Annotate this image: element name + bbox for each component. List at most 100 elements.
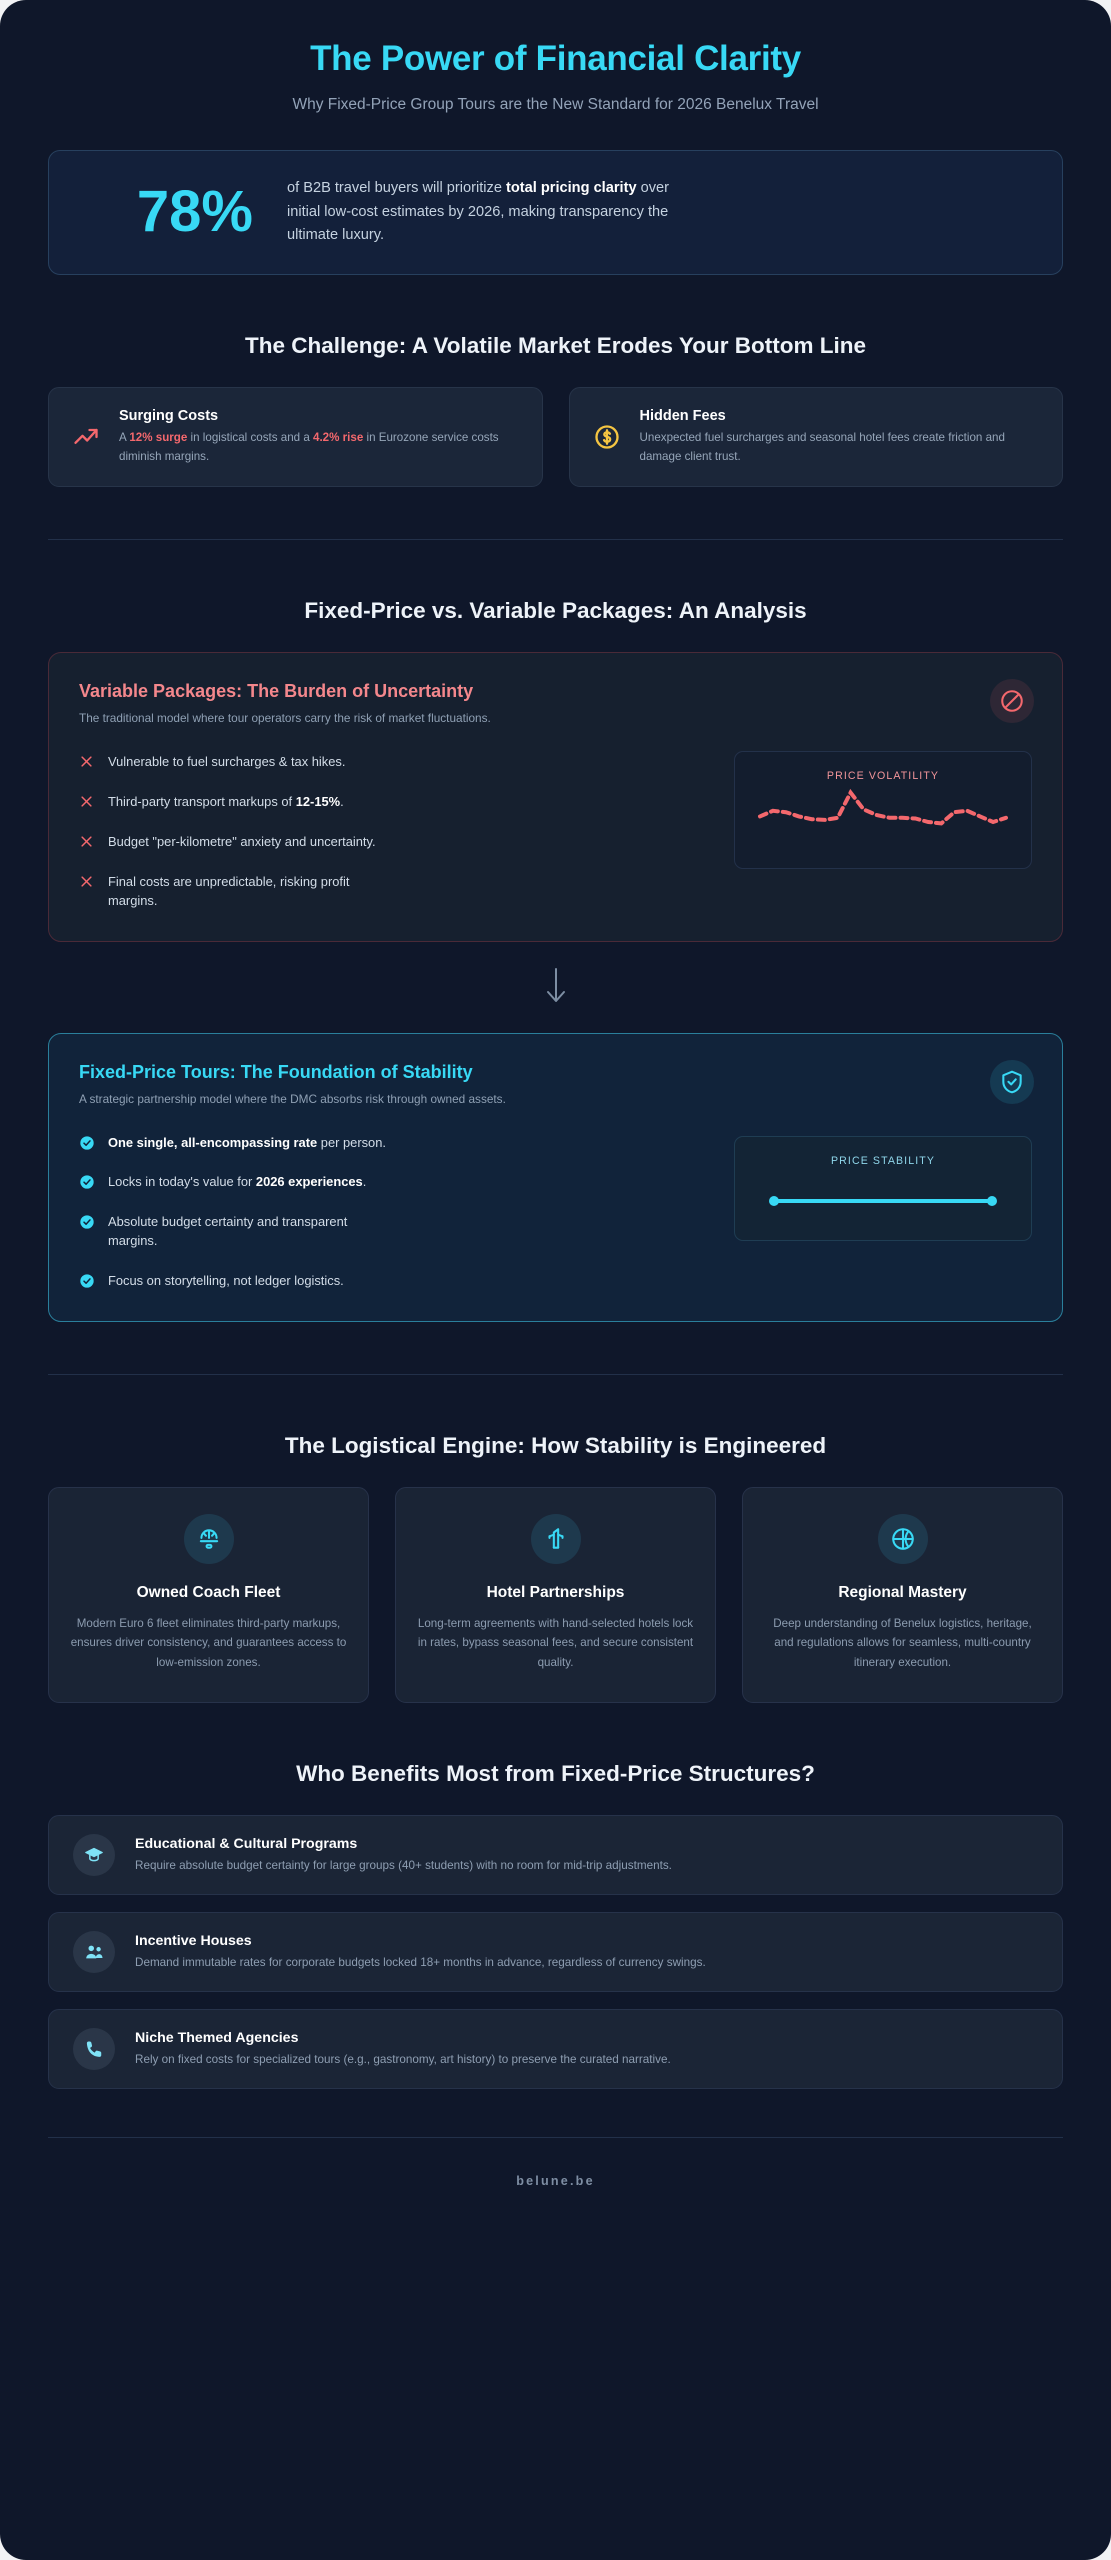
- hero-section: The Power of Financial Clarity Why Fixed…: [0, 0, 1111, 114]
- volatility-chart-label: PRICE VOLATILITY: [826, 770, 940, 783]
- variable-card-subtitle: The traditional model where tour operato…: [79, 711, 491, 726]
- x-mark-icon: [79, 794, 95, 810]
- engine-card-text: Deep understanding of Benelux logistics,…: [773, 1616, 1032, 1669]
- benefits-title: Who Benefits Most from Fixed-Price Struc…: [296, 1761, 815, 1787]
- variable-card-title: Variable Packages: The Burden of Uncerta…: [79, 681, 474, 702]
- engine-cards: Owned Coach Fleet Modern Euro 6 fleet el…: [48, 1486, 1063, 1704]
- users-icon: [73, 1931, 115, 1974]
- list-item-text: Locks in today's value for 2026 experien…: [108, 1173, 366, 1192]
- variable-card-list: Vulnerable to fuel surcharges & tax hike…: [79, 751, 706, 910]
- analysis-title: Fixed-Price vs. Variable Packages: An An…: [304, 598, 807, 624]
- check-circle-icon: [79, 1214, 95, 1230]
- b1: One single, all-encompassing rate: [108, 1134, 318, 1150]
- benefit-row-title: Educational & Cultural Programs: [135, 1835, 358, 1852]
- list-item: Locks in today's value for 2026 experien…: [79, 1173, 706, 1192]
- engine-card-title: Hotel Partnerships: [486, 1583, 625, 1601]
- engine-title: The Logistical Engine: How Stability is …: [284, 1432, 827, 1458]
- challenge-cards: Surging Costs A 12% surge in logistical …: [48, 386, 1063, 488]
- globe-icon: [877, 1513, 928, 1564]
- list-item: Absolute budget certainty and transparen…: [79, 1213, 706, 1251]
- no-entry-icon: [990, 679, 1034, 724]
- benefit-row-niche-agencies: Niche Themed Agencies Rely on fixed cost…: [48, 2009, 1063, 2090]
- t1: Budget "per-kilometre" anxiety and uncer…: [108, 834, 376, 850]
- ct3: in Eurozone service costs diminish margi…: [119, 430, 499, 463]
- price-stability-chart: PRICE STABILITY: [734, 1135, 1032, 1241]
- t1: Third-party transport markups of: [108, 794, 296, 810]
- t1: Final costs are unpredictable, risking p…: [108, 873, 350, 908]
- page-title: The Power of Financial Clarity: [310, 39, 801, 78]
- benefit-row-incentive-houses: Incentive Houses Demand immutable rates …: [48, 1912, 1063, 1993]
- cb2: 4.2% rise: [313, 430, 364, 444]
- phone-icon: [73, 2028, 115, 2071]
- list-item: Third-party transport markups of 12-15%.: [79, 793, 706, 812]
- bus-icon: [183, 1513, 234, 1564]
- list-item-text: One single, all-encompassing rate per pe…: [108, 1134, 386, 1153]
- challenge-card-body: Surging Costs A 12% surge in logistical …: [119, 408, 520, 467]
- b1: 2026 experiences: [255, 1174, 363, 1190]
- volatility-line: [758, 789, 1008, 826]
- list-item: One single, all-encompassing rate per pe…: [79, 1134, 706, 1153]
- price-volatility-chart: PRICE VOLATILITY: [734, 751, 1032, 870]
- challenge-title: The Challenge: A Volatile Market Erodes …: [245, 332, 866, 358]
- b1: 12-15%: [295, 794, 341, 810]
- engine-card-hotel-partnerships: Hotel Partnerships Long-term agreements …: [395, 1486, 716, 1704]
- x-mark-icon: [79, 874, 95, 890]
- stability-chart-label: PRICE STABILITY: [830, 1154, 936, 1167]
- list-item-text: Budget "per-kilometre" anxiety and uncer…: [108, 833, 376, 852]
- list-item-text: Absolute budget certainty and transparen…: [108, 1213, 358, 1251]
- engine-card-regional-mastery: Regional Mastery Deep understanding of B…: [742, 1486, 1063, 1704]
- dollar-circle-icon: [592, 422, 622, 452]
- engine-card-text: Long-term agreements with hand-selected …: [417, 1616, 694, 1669]
- section-divider-1: [48, 539, 1063, 541]
- arrow-down-icon: [48, 966, 1063, 1011]
- benefit-body: Incentive Houses Demand immutable rates …: [135, 1933, 706, 1972]
- fixed-price-card-title: Fixed-Price Tours: The Foundation of Sta…: [79, 1061, 473, 1082]
- challenge-card-title: Surging Costs: [119, 407, 219, 424]
- check-circle-icon: [79, 1135, 95, 1151]
- list-item-text: Final costs are unpredictable, risking p…: [108, 873, 358, 911]
- t2: .: [340, 794, 344, 810]
- section-divider-2: [48, 1373, 1063, 1375]
- benefit-row-text: Rely on fixed costs for specialized tour…: [135, 2052, 671, 2066]
- challenge-card-text: Unexpected fuel surcharges and seasonal …: [639, 430, 1005, 463]
- ct2: in logistical costs and a: [187, 430, 313, 444]
- fixed-price-card: Fixed-Price Tours: The Foundation of Sta…: [48, 1032, 1063, 1322]
- check-circle-icon: [79, 1174, 95, 1190]
- t1: Focus on storytelling, not ledger logist…: [108, 1272, 344, 1288]
- stat-number: 78%: [136, 179, 253, 245]
- benefit-row-title: Incentive Houses: [135, 1932, 252, 1949]
- benefit-row-title: Niche Themed Agencies: [135, 2029, 299, 2046]
- benefit-row-educational: Educational & Cultural Programs Require …: [48, 1815, 1063, 1896]
- challenge-card-hidden-fees: Hidden Fees Unexpected fuel surcharges a…: [568, 386, 1063, 488]
- challenge-card-surging-costs: Surging Costs A 12% surge in logistical …: [48, 386, 543, 488]
- check-circle-icon: [79, 1273, 95, 1289]
- challenge-card-title: Hidden Fees: [639, 407, 726, 424]
- benefit-row-text: Demand immutable rates for corporate bud…: [135, 1955, 706, 1969]
- t2: .: [362, 1174, 367, 1190]
- page-subtitle: Why Fixed-Price Group Tours are the New …: [292, 96, 819, 113]
- engine-card-title: Owned Coach Fleet: [136, 1583, 281, 1601]
- trending-up-icon: [71, 422, 101, 452]
- stat-description: of B2B travel buyers will prioritize tot…: [287, 177, 687, 248]
- t1: Absolute budget certainty and transparen…: [108, 1214, 348, 1249]
- benefit-body: Niche Themed Agencies Rely on fixed cost…: [135, 2030, 671, 2069]
- challenge-card-text: A 12% surge in logistical costs and a 4.…: [119, 429, 520, 467]
- variable-card-body: Vulnerable to fuel surcharges & tax hike…: [79, 751, 1032, 910]
- stability-line: [769, 1195, 997, 1206]
- cb1: 12% surge: [129, 430, 188, 444]
- benefit-row-text: Require absolute budget certainty for la…: [135, 1858, 672, 1872]
- fixed-price-card-subtitle: A strategic partnership model where the …: [79, 1091, 506, 1106]
- list-item-text: Third-party transport markups of 12-15%.: [108, 793, 344, 812]
- list-item-text: Vulnerable to fuel surcharges & tax hike…: [108, 753, 345, 772]
- benefit-body: Educational & Cultural Programs Require …: [135, 1836, 672, 1875]
- graduation-cap-icon: [73, 1834, 115, 1877]
- challenge-card-body: Hidden Fees Unexpected fuel surcharges a…: [640, 408, 1041, 467]
- engine-card-owned-coach-fleet: Owned Coach Fleet Modern Euro 6 fleet el…: [48, 1486, 369, 1704]
- ct1: A: [119, 430, 130, 444]
- list-item: Final costs are unpredictable, risking p…: [79, 873, 706, 911]
- engine-card-title: Regional Mastery: [838, 1583, 967, 1601]
- shield-check-icon: [990, 1059, 1034, 1104]
- key-stat-card: 78% of B2B travel buyers will prioritize…: [48, 150, 1063, 275]
- list-item: Budget "per-kilometre" anxiety and uncer…: [79, 833, 706, 852]
